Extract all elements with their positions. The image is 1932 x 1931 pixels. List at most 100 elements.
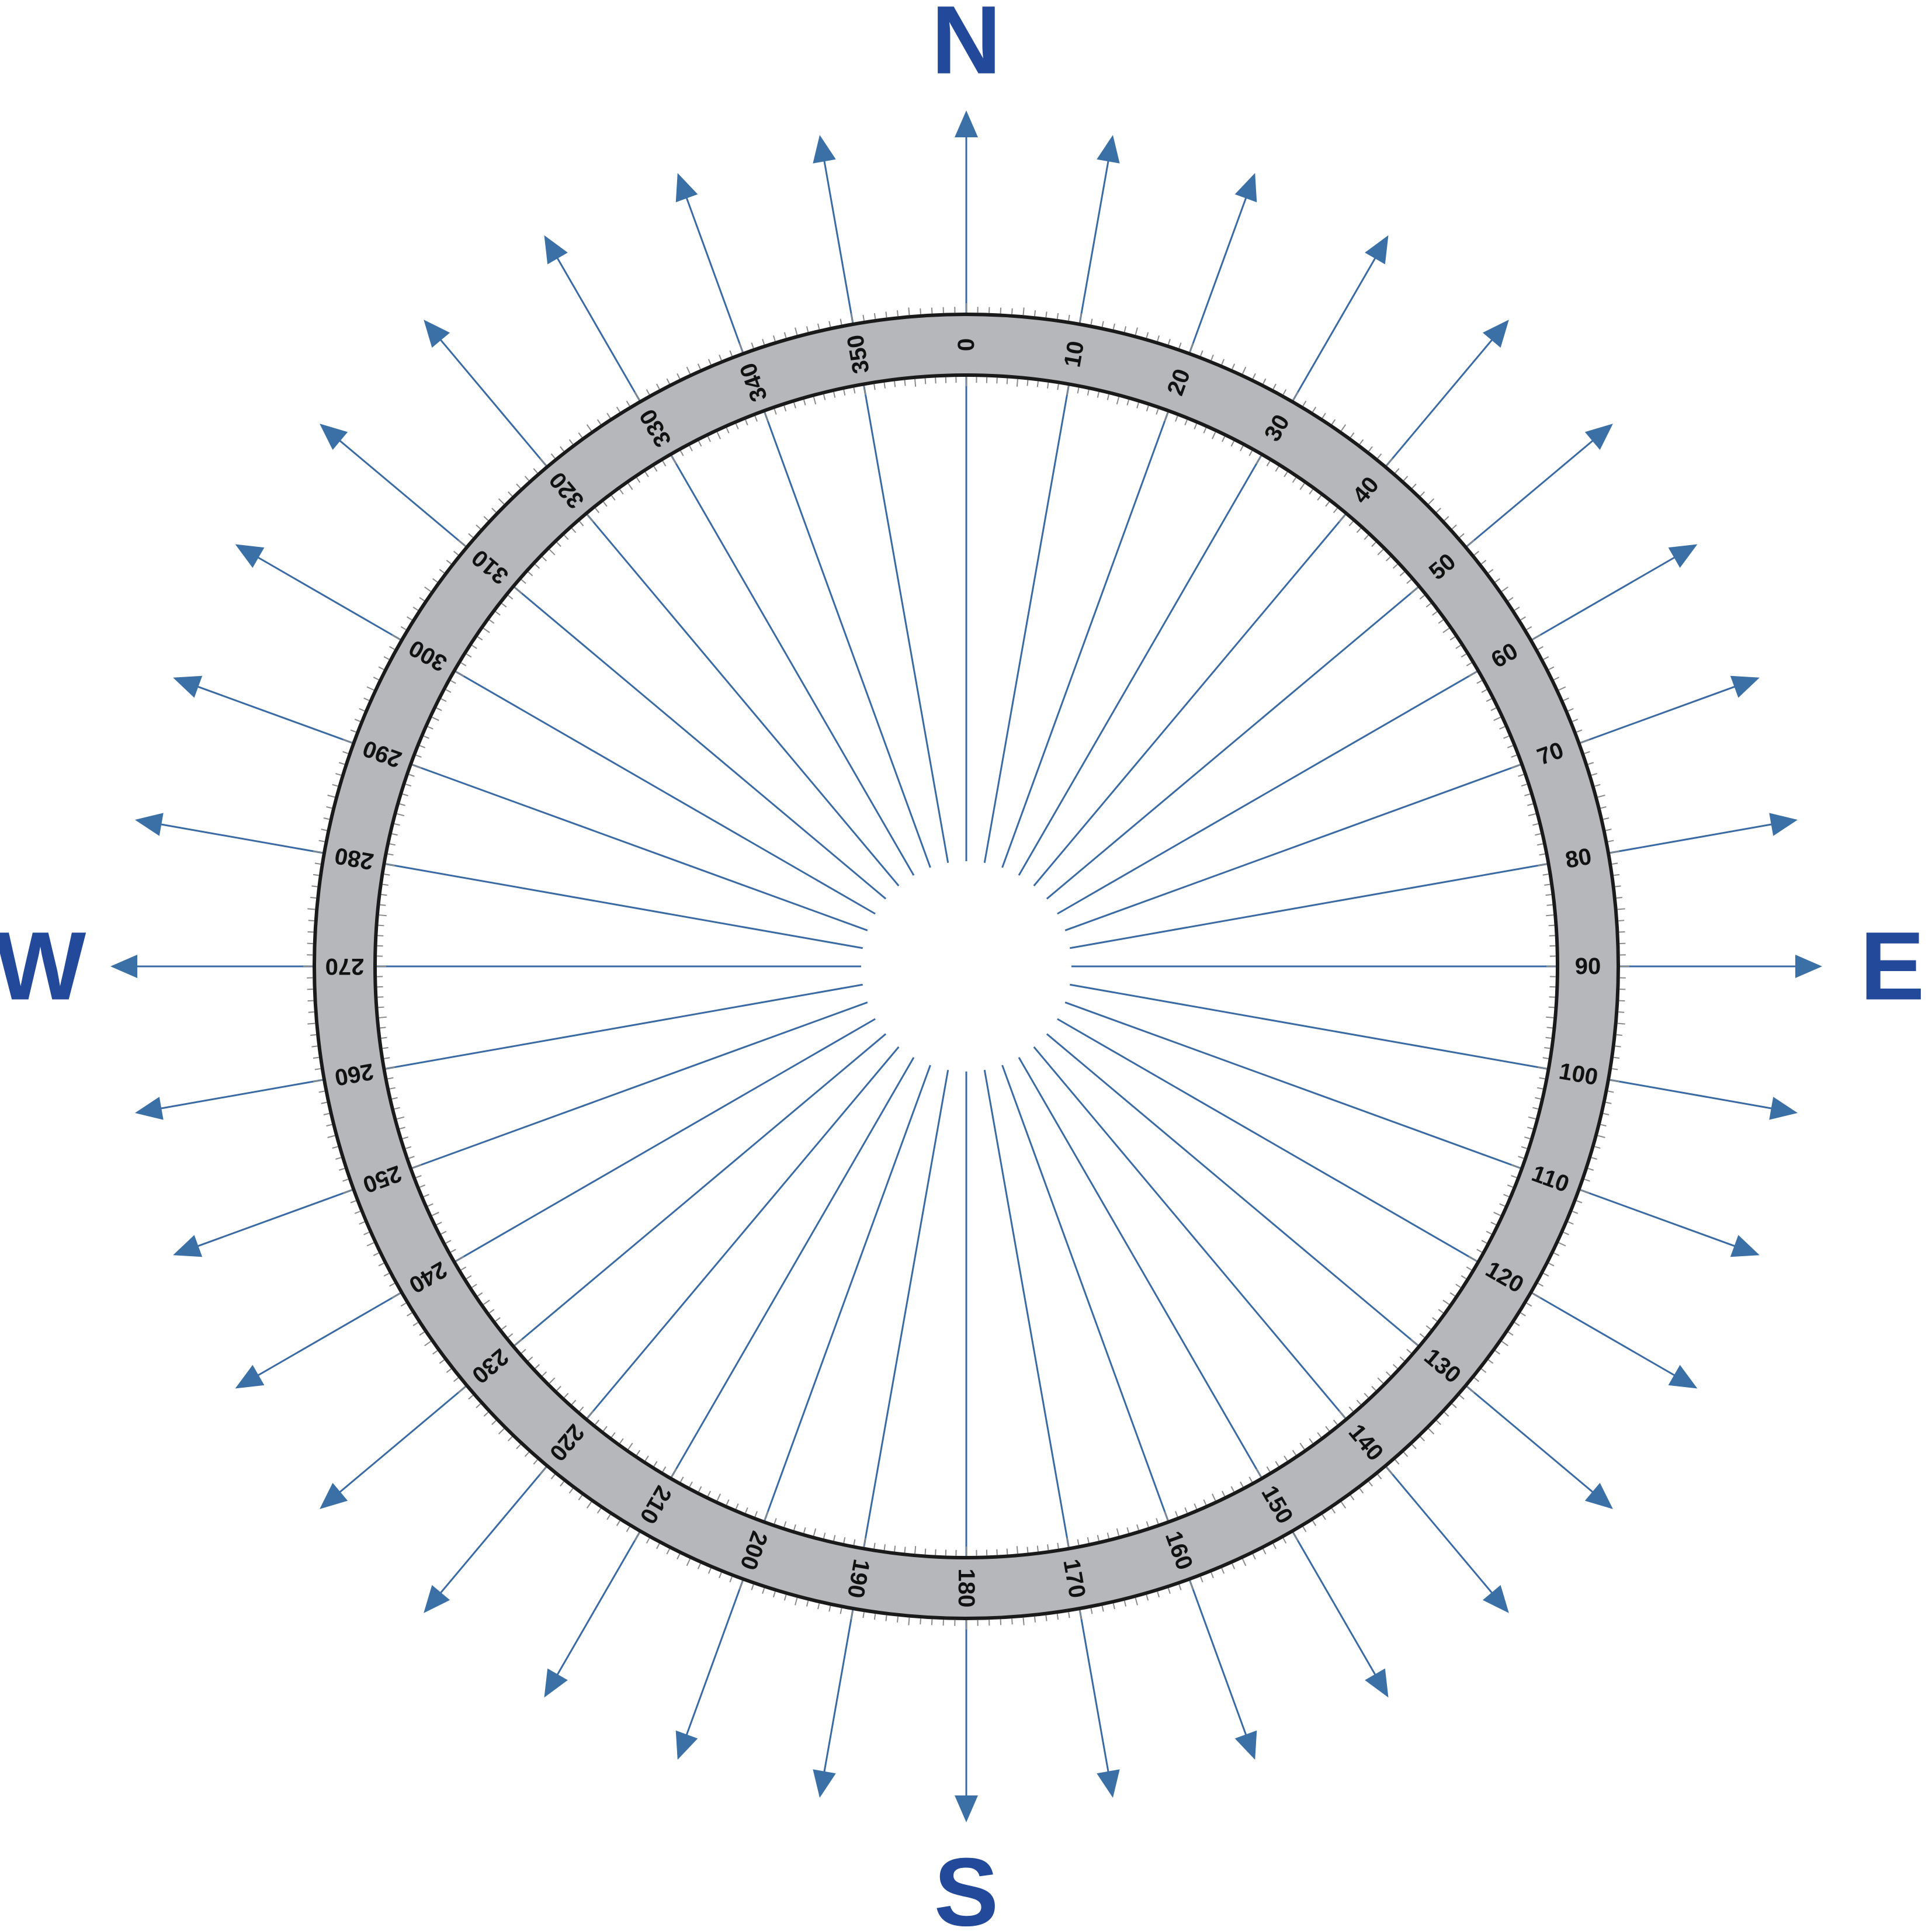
degree-tick [1097,391,1099,398]
degree-tick [1266,460,1271,467]
bearing-ray [332,1033,887,1499]
cardinal-north-label: N [931,0,1001,95]
degree-tick [402,1136,408,1139]
degree-tick [1302,1526,1307,1533]
degree-tick [1309,489,1313,495]
degree-tick [419,1184,426,1188]
degree-tick [795,1597,798,1606]
degree-tick [935,377,936,384]
degree-tick [1212,432,1216,439]
degree-tick [1420,491,1425,497]
degree-tick [762,1587,765,1594]
degree-tick [535,1364,540,1369]
degree-tick [508,491,513,497]
degree-tick [1537,863,1547,866]
degree-tick [707,436,711,442]
degree-tick [1112,323,1115,330]
degree-tick [446,1368,452,1373]
degree-tick [1056,313,1059,320]
degree-tick [1377,1377,1384,1384]
arrowhead-icon [1234,173,1257,203]
degree-tick [896,310,899,317]
degree-tick [1466,1266,1472,1271]
degree-tick [391,833,398,836]
degree-tick [636,477,641,483]
degree-tick [407,1312,412,1317]
degree-tick [477,1292,483,1297]
degree-tick [656,383,660,390]
degree-tick [1395,1459,1400,1465]
degree-tick [1057,1542,1059,1549]
degree-tick [1442,1299,1450,1305]
degree-tick [1524,793,1531,796]
degree-tick [1399,571,1405,577]
degree-tick [1536,843,1543,846]
degree-tick [1377,453,1382,459]
degree-tick [378,666,384,670]
degree-tick [863,1537,866,1547]
degree-tick [1164,412,1169,422]
degree-tick [1455,644,1461,649]
degree-tick [516,483,521,489]
degree-tick [445,1240,452,1244]
degree-tick [1240,1481,1244,1488]
degree-tick [1385,1371,1391,1377]
degree-tick [460,662,467,667]
degree-tick [1275,466,1279,472]
degree-tick [1612,1068,1618,1070]
degree-tick [350,1200,356,1204]
degree-tick [1167,338,1171,345]
degree-tick [840,318,842,325]
degree-tick [424,1341,431,1347]
degree-tick [587,514,594,522]
degree-tick [354,719,360,722]
degree-tick [862,314,865,321]
degree-tick [1090,318,1093,325]
degree-tick [483,1412,489,1417]
degree-tick [383,656,390,660]
degree-tick [1546,1016,1554,1018]
arrowhead-icon [1097,1769,1120,1798]
degree-tick [1026,380,1029,386]
degree-tick [489,619,495,624]
degree-tick [653,1461,658,1467]
degree-tick [412,606,419,611]
degree-tick [1242,366,1247,375]
degree-tick [1056,1613,1059,1620]
degree-tick [1511,1164,1521,1169]
degree-tick [935,1549,936,1555]
degree-tick [327,1135,335,1138]
degree-tick [1371,542,1376,547]
degree-tick [384,1057,390,1059]
degree-tick [1618,920,1625,921]
degree-tick [606,412,611,419]
degree-tick [1438,1309,1444,1313]
degree-tick [1368,1481,1373,1487]
degree-tick [1493,716,1501,721]
arrowhead-icon [544,235,568,265]
bearing-ray [434,1046,900,1600]
degree-tick [1488,568,1494,574]
degree-tick [662,1466,667,1472]
degree-tick [1411,1444,1417,1450]
degree-tick [806,326,809,332]
degree-tick [313,850,323,854]
degree-tick [491,508,497,513]
degree-tick [1576,729,1583,733]
degree-tick [908,1617,910,1625]
degree-tick [335,1157,342,1160]
degree-tick [400,1302,407,1307]
degree-tick [571,1399,577,1405]
degree-tick [1392,1364,1398,1369]
degree-tick [1359,1488,1364,1494]
degree-tick [389,1087,396,1090]
degree-tick [1527,803,1534,806]
degree-tick [1230,1486,1234,1492]
degree-tick [1572,719,1579,722]
degree-tick [1066,386,1070,396]
degree-tick [751,1584,754,1590]
degree-tick [1481,689,1487,693]
degree-tick [440,698,447,702]
degree-tick [1526,626,1532,630]
